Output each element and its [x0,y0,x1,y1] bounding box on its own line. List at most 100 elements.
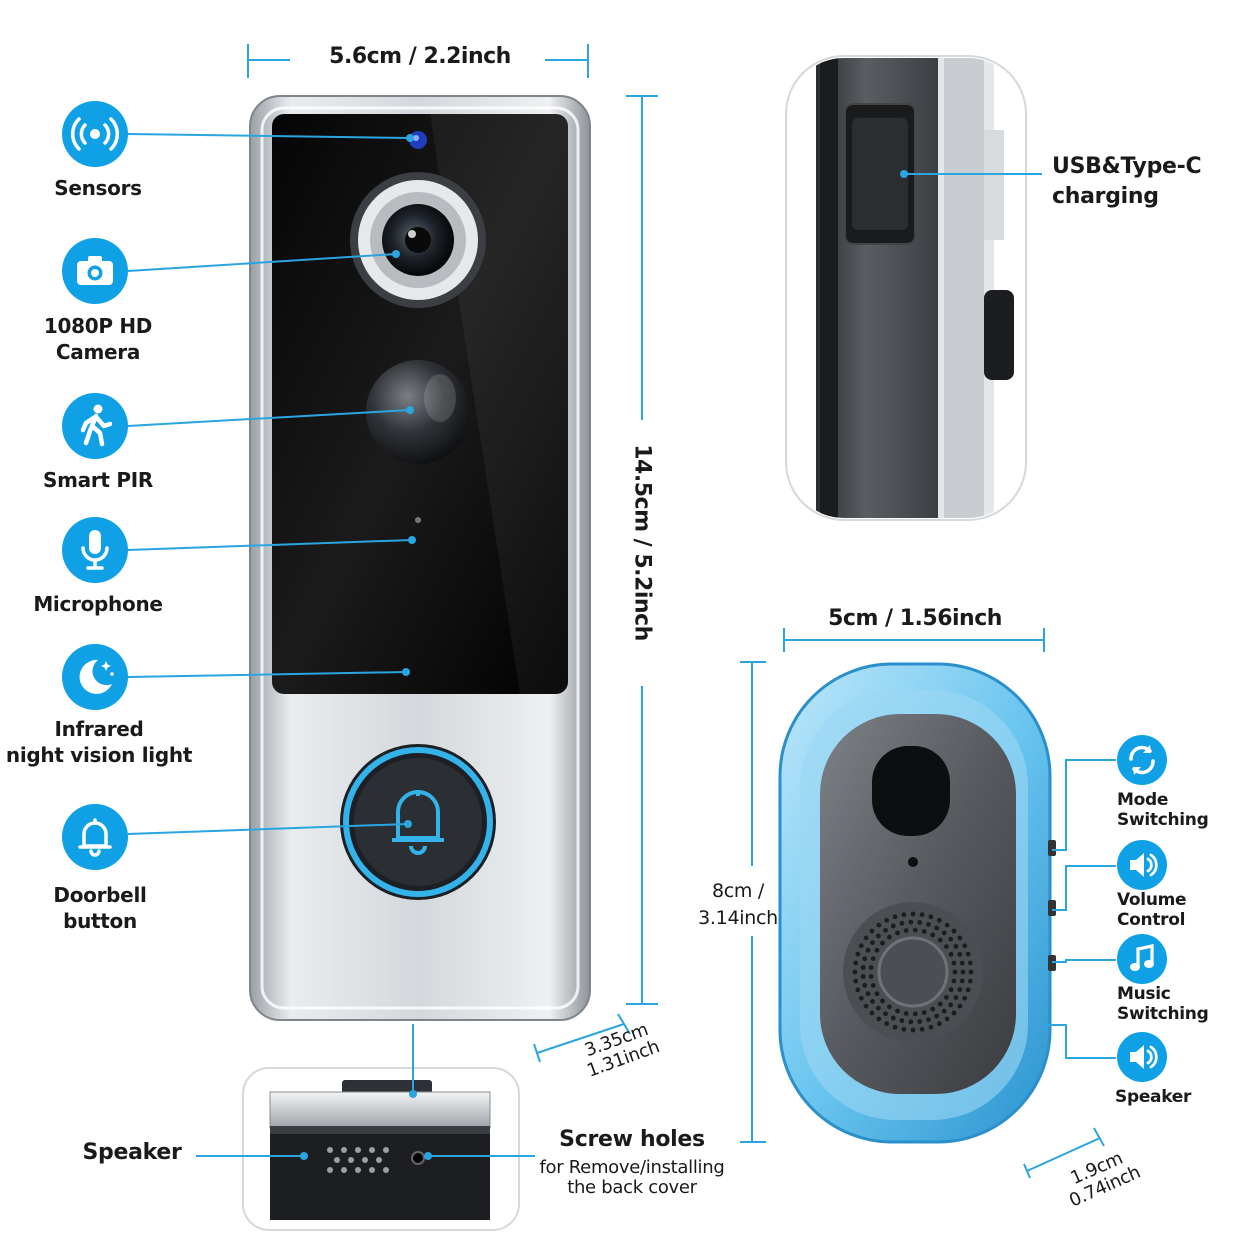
speaker-grille-hole [870,999,875,1004]
volume-icon [1117,840,1167,890]
speaker-grille-hole [962,943,968,949]
screw-holes-title: Screw holes [559,1127,705,1152]
speaker-grille-hole [865,947,871,953]
speaker-grille-hole [903,1011,909,1016]
speaker-grille-hole [912,927,918,933]
speaker-grille-hole [965,951,971,957]
feature-label-microphone: Microphone [33,592,163,616]
speaker-grille-hole [957,1003,963,1009]
speaker-grille-hole [936,917,942,923]
chime-dimensions [740,628,1105,1179]
doorbell-bottom-view [242,1067,520,1231]
speaker-grille-hole [951,1010,957,1016]
speaker-grille-hole [967,978,973,984]
speaker-grille-hole [957,952,963,957]
chime-body [778,662,1056,1144]
speaker-grille-hole [869,928,875,934]
speaker-grille-hole [944,1016,950,1022]
speaker-grille-hole [948,987,954,992]
speaker-grille-hole [887,1004,892,1010]
speaker-grille-hole [858,943,864,949]
speaker-grille-hole [926,1017,931,1022]
speaker-grille-hole [860,974,866,979]
speaker-grille-hole [874,991,880,997]
speaker-grille-hole [953,995,959,1000]
speaker-grille-hole [957,935,963,941]
speaker-grille-hole [895,930,900,936]
speaker-grille-hole [892,1024,898,1030]
speaker-grille-hole [910,911,916,917]
speaker-grille-hole [951,978,957,984]
speaker-grille-hole [908,1019,914,1025]
speaker-grille-hole [921,929,927,934]
speaker-grille-hole [944,944,949,949]
feature-label-sensors: Sensors [54,176,142,200]
speaker-grille-hole [870,983,876,988]
doorbell-width-label: 5.6cm / 2.2inch [329,44,511,69]
speaker-grille-hole [951,928,957,934]
speaker-grille-hole [883,1011,888,1017]
walking-person-icon [62,393,128,459]
speaker-grille-hole [917,920,923,925]
speaker-grille-hole [928,1024,934,1030]
speaker-grille-hole [880,998,885,1004]
speaker-grille-hole [876,1016,882,1022]
speaker-grille-hole [941,930,947,936]
speaker-grille-hole [960,969,966,975]
speaker-grille-hole [944,922,950,928]
speaker-grille-hole [883,927,888,933]
refresh-icon [1117,735,1167,785]
speaker-grille-hole [957,987,963,992]
speaker-grille-hole [884,917,890,923]
speaker-grille-hole [862,982,868,988]
speaker-grille-hole [887,934,892,940]
speaker-grille-hole [869,1010,875,1016]
speaker-grille-hole [901,1026,907,1032]
speaker-grille-hole [948,936,954,942]
bell-icon [62,804,128,870]
speaker-grille-hole [967,960,973,966]
control-label-speaker: Speaker [1115,1087,1192,1107]
doorbell-depth-dimension [533,1013,631,1063]
speaker-grille-hole [890,923,896,929]
speaker-grille-hole [899,1018,905,1024]
doorbell-body [249,95,591,1021]
speaker-grille-hole [919,912,925,918]
doorbell-height-dimension [626,95,658,1005]
speaker-grille-hole [934,1013,940,1019]
charging-side-view [785,55,1027,521]
speaker-grille-hole [948,952,954,957]
chime-width-label: 5cm / 1.56inch [828,606,1002,631]
speaker-grille-hole [962,995,968,1001]
speaker-grille-hole [895,1008,900,1014]
speaker-grille-hole [944,995,949,1000]
speaker-grille-hole [951,960,957,966]
speaker-grille-hole [930,932,936,938]
feature-leader-lines [127,133,413,835]
microphone-icon [62,517,128,583]
speaker-grille-hole [858,995,864,1001]
speaker-grille-hole [868,965,874,970]
speaker-grille-hole [876,922,882,928]
camera-icon [62,238,128,304]
chime-height-label: 8cm /3.14inch [698,880,778,929]
speaker-grille-hole [853,978,859,984]
speaker-grille-hole [941,1008,947,1014]
feature-label-pir: Smart PIR [43,468,153,492]
speaker-grille-hole [959,978,965,984]
sensor-waves-icon [62,101,128,167]
speaker-grille-hole [959,960,965,966]
speaker-grille-hole [884,1021,890,1027]
speaker-grille-hole [863,935,869,941]
speaker-grille-hole [874,947,880,953]
doorbell-width-dimension [247,44,589,78]
speaker-grille-hole [928,914,934,920]
speaker-grille-hole [903,928,909,933]
speaker-grille-hole [948,1002,954,1008]
speaker-grille-hole [921,1010,927,1015]
speaker-grille-hole [892,914,898,920]
